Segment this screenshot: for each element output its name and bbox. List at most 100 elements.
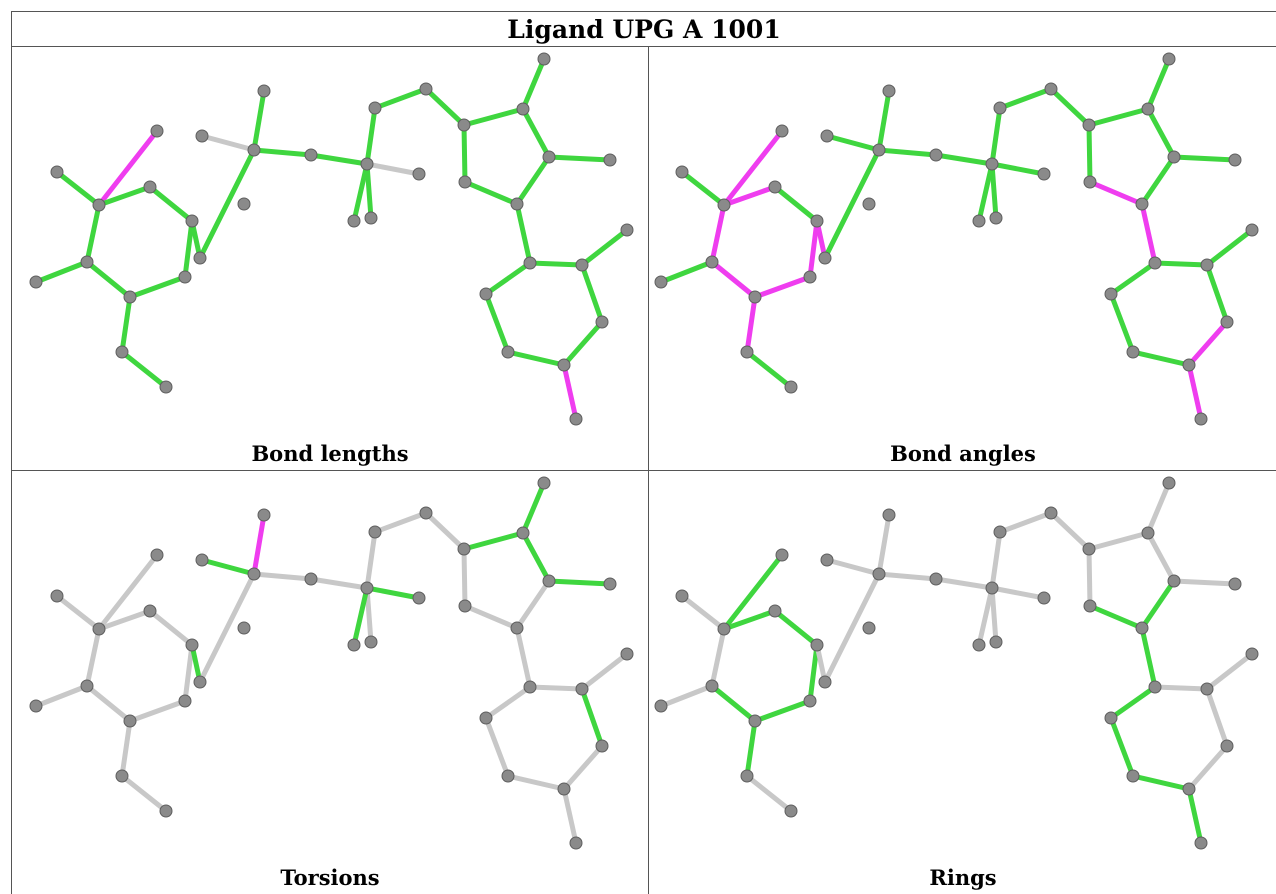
atom xyxy=(523,256,537,270)
bond xyxy=(546,154,613,163)
bond xyxy=(709,202,727,265)
atom xyxy=(1126,345,1140,359)
atom xyxy=(178,694,192,708)
atom xyxy=(810,638,824,652)
bond xyxy=(1130,773,1192,792)
atom xyxy=(1245,223,1259,237)
bond xyxy=(561,319,605,368)
atom xyxy=(510,621,524,635)
bond xyxy=(876,88,892,153)
atom xyxy=(185,214,199,228)
panel-bond-lengths: Bond lengths xyxy=(12,47,648,470)
bond xyxy=(744,294,758,355)
bond xyxy=(1139,201,1158,266)
bond xyxy=(822,571,882,685)
atom xyxy=(360,157,374,171)
bond xyxy=(364,161,374,221)
atom xyxy=(178,270,192,284)
bond xyxy=(658,259,715,285)
atom xyxy=(1162,476,1176,490)
bond xyxy=(84,683,133,724)
figure-title: Ligand UPG A 1001 xyxy=(11,11,1276,47)
bond xyxy=(1108,260,1158,297)
atom xyxy=(257,508,271,522)
atom xyxy=(1141,526,1155,540)
bond xyxy=(1145,106,1177,160)
bond xyxy=(997,86,1054,111)
molecule-bond-angles xyxy=(654,52,1259,426)
bond xyxy=(752,698,813,724)
atom xyxy=(1083,599,1097,613)
atom xyxy=(516,526,530,540)
atom xyxy=(193,251,207,265)
atom xyxy=(1037,591,1051,605)
bond xyxy=(119,349,169,390)
atom xyxy=(989,211,1003,225)
atom xyxy=(195,553,209,567)
atom xyxy=(603,577,617,591)
bond xyxy=(308,576,370,591)
bond xyxy=(933,152,995,167)
atom xyxy=(768,604,782,618)
atom-group xyxy=(29,476,634,850)
molecule-torsions xyxy=(29,476,634,850)
atom xyxy=(820,553,834,567)
bond xyxy=(772,608,820,648)
bond xyxy=(876,512,892,577)
bond xyxy=(461,106,526,128)
atom xyxy=(412,591,426,605)
atom xyxy=(775,124,789,138)
atom xyxy=(123,714,137,728)
atom xyxy=(537,476,551,490)
atom xyxy=(882,508,896,522)
atom xyxy=(818,251,832,265)
bond xyxy=(658,683,715,709)
atom xyxy=(29,275,43,289)
panel-torsions: Torsions xyxy=(12,471,648,894)
atom xyxy=(768,180,782,194)
bond xyxy=(527,260,585,268)
bond xyxy=(197,147,257,261)
atom xyxy=(347,214,361,228)
panel-caption-rings: Rings xyxy=(929,865,997,890)
atom xyxy=(501,769,515,783)
atom xyxy=(542,150,556,164)
bond xyxy=(461,530,526,552)
atom xyxy=(150,124,164,138)
panel-caption-bond-angles: Bond angles xyxy=(890,441,1036,466)
bond xyxy=(84,202,102,265)
atom xyxy=(929,148,943,162)
bond xyxy=(976,585,995,648)
bond xyxy=(807,642,820,704)
atom-group xyxy=(654,476,1259,850)
bond xyxy=(505,349,567,368)
bond xyxy=(1108,715,1136,779)
bond xyxy=(807,218,820,280)
atom xyxy=(1148,680,1162,694)
bond xyxy=(997,510,1054,535)
atom xyxy=(862,621,876,635)
bond xyxy=(1186,319,1230,368)
bond xyxy=(1139,154,1177,207)
atom xyxy=(159,380,173,394)
bond xyxy=(989,585,1047,601)
atom-group xyxy=(654,52,1259,426)
atom xyxy=(929,572,943,586)
atom xyxy=(1135,621,1149,635)
atom xyxy=(1104,711,1118,725)
bond xyxy=(1108,684,1158,721)
bond xyxy=(721,552,785,632)
atom xyxy=(1228,153,1242,167)
atom xyxy=(368,525,382,539)
atom xyxy=(740,345,754,359)
atom xyxy=(872,567,886,581)
atom xyxy=(1220,315,1234,329)
bond xyxy=(251,88,267,153)
atom xyxy=(1194,836,1208,850)
bond xyxy=(96,608,153,632)
bond xyxy=(251,571,314,582)
bond xyxy=(744,718,758,779)
bond xyxy=(579,227,630,268)
bond xyxy=(1087,603,1145,631)
bond xyxy=(876,147,939,158)
